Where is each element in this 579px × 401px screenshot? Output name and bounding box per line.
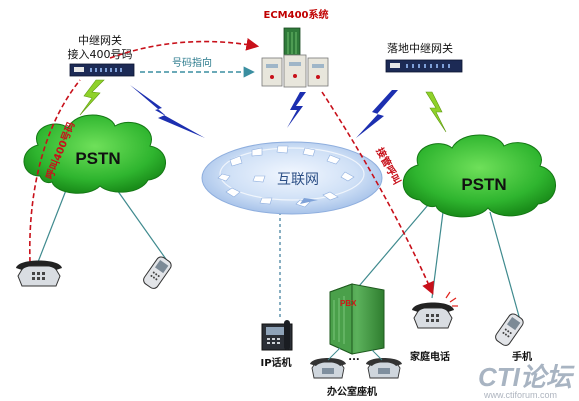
dispatch-call-path — [321, 91, 434, 295]
mobile-phone-icon-left — [143, 256, 172, 289]
office-phone-icon-1 — [310, 358, 346, 379]
pstn-left-label: PSTN — [75, 149, 120, 168]
landing-trunk-gateway: 落地中继网关 — [385, 41, 463, 73]
cti-forum-logo: CTI论坛 www.ctiforum.com — [478, 362, 575, 400]
ecm400-system: ECM400系统 — [261, 8, 329, 88]
internet-cloud: 互联网 — [201, 141, 383, 215]
pbx-cabinet: PBX — [329, 283, 385, 355]
lightning-right-green — [425, 91, 447, 133]
office-phone-icon-2 — [366, 358, 402, 379]
home-phone-icon — [412, 302, 454, 329]
logo-url: www.ctiforum.com — [483, 390, 557, 400]
server-rack-icon — [261, 54, 329, 88]
mobile-phone-icon-right — [495, 313, 524, 346]
home-phone: 家庭电话 — [410, 291, 458, 363]
pstn-right-label: PSTN — [461, 175, 506, 194]
trunk-gateway-left: 中继网关 接入400号码 — [68, 33, 135, 77]
ip-phone-label: IP话机 — [260, 356, 291, 369]
lightning-center-blue — [287, 92, 306, 128]
ip-phone-icon — [261, 320, 293, 351]
lightning-right-blue — [356, 90, 398, 138]
call-400-path — [28, 79, 81, 263]
logo-text: CTI论坛 — [478, 362, 575, 392]
home-phone-label: 家庭电话 — [410, 350, 450, 363]
landing-gateway-label: 落地中继网关 — [387, 41, 453, 55]
gateway-to-ecm-path — [109, 38, 260, 59]
desk-phone-icon — [16, 260, 62, 287]
office-phone-label: 办公室座机 — [327, 385, 377, 398]
office-phones: ... 办公室座机 — [310, 347, 402, 398]
number-pointing-label: 号码指向 — [172, 56, 212, 69]
gateway-label-line2: 接入400号码 — [68, 48, 133, 61]
ip-phone: IP话机 — [260, 320, 293, 369]
lightning-left-green — [79, 79, 105, 116]
pstn-cloud-left: PSTN — [23, 114, 166, 194]
ringing-icon — [445, 291, 458, 307]
pstn-cloud-right: PSTN — [402, 134, 556, 218]
connection-lines — [37, 179, 521, 321]
office-ellipsis: ... — [348, 352, 359, 363]
gateway-label-line1: 中继网关 — [78, 33, 122, 47]
internet-label: 互联网 — [277, 172, 319, 188]
mobile: 手机 — [495, 313, 532, 363]
pbx-label: PBX — [340, 299, 357, 308]
mobile-label: 手机 — [512, 350, 532, 363]
ecm-system-label: ECM400系统 — [264, 8, 329, 21]
